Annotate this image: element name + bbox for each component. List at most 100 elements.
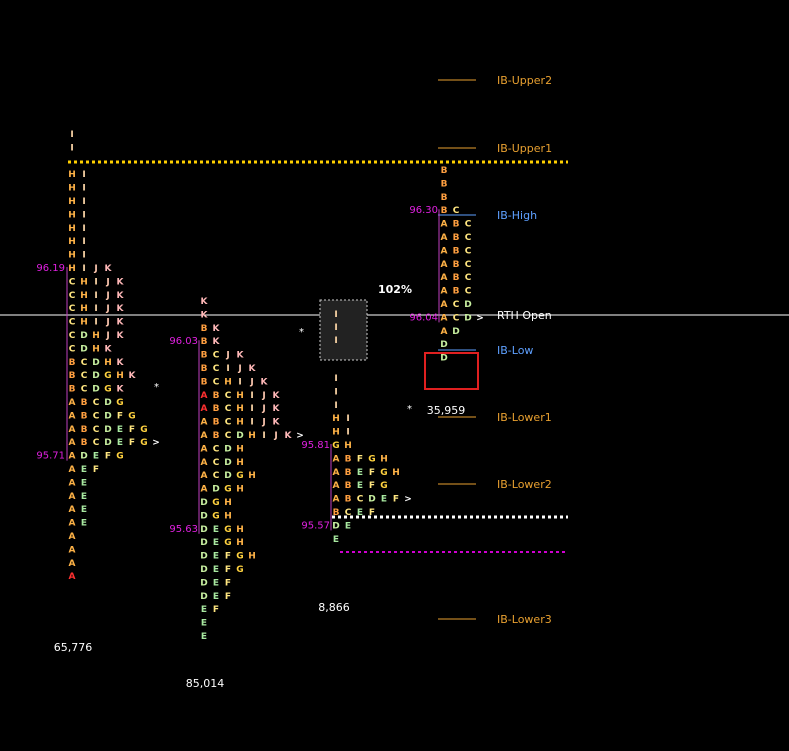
tpo-letter: C [213,351,220,361]
tpo-letter: J [105,304,109,314]
tpo-letter: C [465,246,472,256]
tpo-letter: B [213,391,220,401]
tpo-letter: G [212,498,219,508]
tpo-letter: J [261,391,265,401]
volume-label: 65,776 [54,641,93,654]
tpo-letter: I [82,237,85,247]
tpo-letter: A [201,404,208,414]
tpo-letter: C [453,300,460,310]
tpo-letter: H [224,377,232,387]
tpo-letter: D [224,458,231,468]
tpo-letter: I [334,387,337,397]
tpo-letter: B [81,425,88,435]
tpo-letter: C [81,385,88,395]
tpo-letter: E [117,438,123,448]
tpo-letter: K [117,304,125,314]
tpo-letter: B [69,358,76,368]
tpo-letter: A [441,313,448,323]
tpo-letter: F [129,438,135,448]
tpo-letter: E [93,452,99,462]
tpo-letter: J [93,264,97,274]
highlight-box [424,352,479,390]
tpo-letter: J [105,291,109,301]
tpo-letter: D [92,371,99,381]
tpo-letter: K [273,418,281,428]
tpo-letter: I [334,310,337,320]
tpo-letter: C [213,444,220,454]
tpo-letter: K [117,331,125,341]
reference-level-label: IB-Low [497,344,533,357]
tpo-letter: J [249,377,253,387]
price-label: 96.04 [409,312,438,323]
tpo-letter: C [465,273,472,283]
tpo-letter: E [213,525,219,535]
tpo-letter: I [94,277,97,287]
tpo-letter: E [201,632,207,642]
tpo-letter: C [225,391,232,401]
tpo-letter: K [129,371,137,381]
tpo-letter: E [81,519,87,529]
tpo-letter: B [441,193,448,203]
tpo-letter: B [453,220,460,230]
tpo-letter: B [453,287,460,297]
tpo-letter: F [129,425,135,435]
tpo-letter: I [250,418,253,428]
tpo-letter: B [201,324,208,334]
tpo-letter: E [357,481,363,491]
tpo-letter: D [464,313,471,323]
tpo-letter: G [104,385,111,395]
tpo-letter: A [69,505,76,515]
tpo-letter: C [213,377,220,387]
tpo-letter: B [213,431,220,441]
tpo-letter: H [92,331,100,341]
tpo-letter: A [441,327,448,337]
volume-label: 8,866 [318,601,350,614]
tpo-letter: G [224,485,231,495]
tpo-letter: B [69,371,76,381]
tpo-letter: F [369,481,375,491]
tpo-continuation-mark: > [404,495,412,505]
tpo-letter: J [273,431,277,441]
tpo-letter: E [357,508,363,518]
tpo-letter: E [117,425,123,435]
reference-level-label: RTH Open [497,309,552,322]
tpo-letter: D [92,385,99,395]
tpo-letter: K [117,291,125,301]
tpo-letter: H [332,414,340,424]
tpo-letter: B [201,364,208,374]
tpo-letter: C [465,233,472,243]
tpo-letter: F [213,605,219,615]
tpo-letter: G [116,452,123,462]
tpo-letter: C [93,411,100,421]
tpo-letter: D [80,452,87,462]
tpo-letter: C [81,371,88,381]
tpo-letter: E [81,465,87,475]
tpo-letter: F [225,552,231,562]
tpo-letter: H [344,441,352,451]
tpo-letter: G [212,511,219,521]
tpo-letter: D [200,538,207,548]
tpo-letter: F [105,452,111,462]
tpo-letter: B [441,179,448,189]
tpo-letter: H [224,511,232,521]
tpo-letter: H [80,318,88,328]
tpo-letter: E [333,535,339,545]
tpo-letter: D [224,471,231,481]
tpo-letter: C [81,358,88,368]
tpo-letter: C [93,425,100,435]
tpo-letter: C [69,331,76,341]
tpo-letter: E [213,538,219,548]
tpo-letter: B [345,468,352,478]
tpo-letter: G [236,565,243,575]
tpo-letter: K [117,318,125,328]
tpo-letter: H [236,525,244,535]
tpo-continuation-mark: > [476,313,484,323]
tpo-letter: K [237,351,245,361]
tpo-letter: E [345,521,351,531]
tpo-letter: B [453,233,460,243]
tpo-letter: D [200,498,207,508]
tpo-letter: J [237,364,241,374]
star-marker: * [154,382,159,393]
tpo-letter: B [453,260,460,270]
tpo-letter: I [82,170,85,180]
